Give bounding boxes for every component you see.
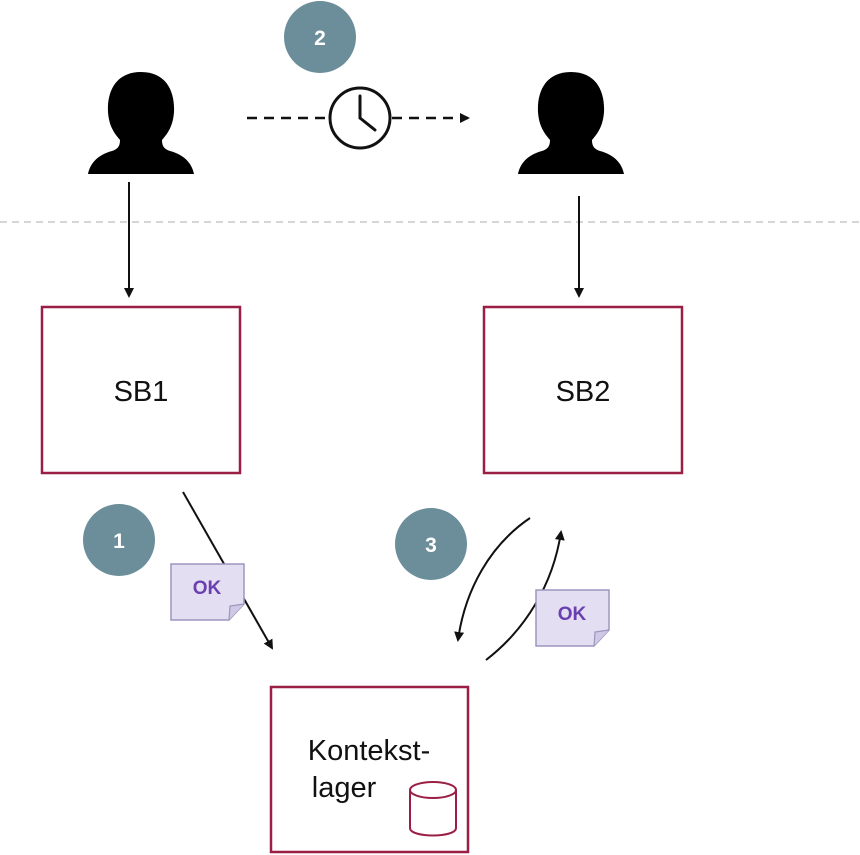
step-3-badge: 3 [395,508,467,580]
context-store-label-line-1: Kontekst- [308,735,431,767]
clock-icon [328,86,392,150]
person-icon [518,72,624,174]
sb2-label: SB2 [556,376,611,408]
sb2-box: SB2 [482,305,684,475]
person-icon [88,72,194,174]
svg-text:3: 3 [425,534,437,557]
ok-note-2: OK [535,589,610,647]
svg-text:1: 1 [113,530,125,553]
database-icon [409,781,457,837]
ok-note-2-label: OK [558,604,587,625]
step-1-badge: 1 [83,504,155,576]
step-2-badge: 2 [284,1,356,73]
sb2-to-store-arrow [454,517,531,642]
context-store-box: Kontekst- lager [269,685,470,854]
store-to-sb2-arrow [485,530,565,661]
ok-note-1-label: OK [193,578,222,599]
context-store-label-line-2: lager [312,772,377,804]
sb1-box: SB1 [40,305,242,475]
sb1-label: SB1 [114,376,169,408]
svg-text:2: 2 [314,27,326,50]
ok-note-1: OK [170,563,245,621]
